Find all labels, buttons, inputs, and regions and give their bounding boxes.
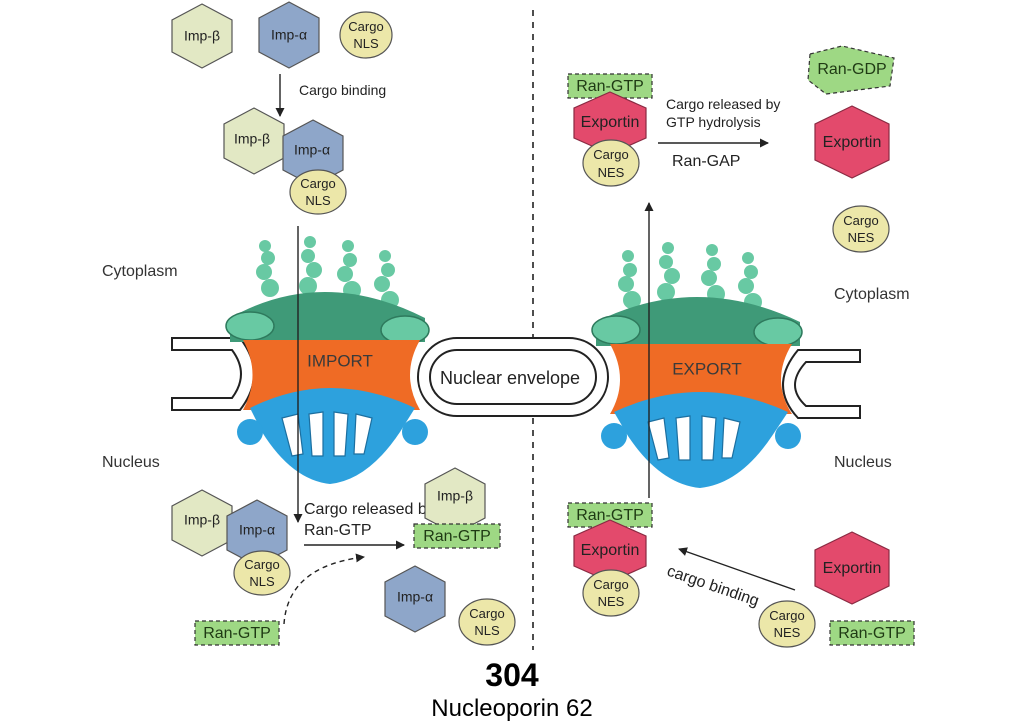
svg-text:Imp-α: Imp-α [294, 142, 330, 158]
svg-text:Imp-α: Imp-α [271, 27, 307, 43]
nuclear-envelope: Nuclear envelope [171, 337, 861, 419]
cargo-nes-nucleus: Cargo NES [758, 600, 816, 648]
ran-gdp: Ran-GDP [807, 45, 895, 95]
import-released-line2: Ran-GTP [304, 522, 372, 539]
svg-text:Exportin: Exportin [581, 114, 640, 131]
nucleus-label-right: Nucleus [834, 454, 892, 471]
import-pore-label: IMPORT [307, 351, 373, 370]
import-complex-cytoplasm: Imp-β Imp-α Cargo NLS [223, 107, 347, 215]
ran-gtp-nucleus-right: Ran-GTP [829, 620, 915, 646]
svg-text:Ran-GTP: Ran-GTP [576, 78, 644, 95]
svg-text:NES: NES [598, 594, 625, 609]
imp-beta-free: Imp-β [171, 3, 233, 69]
export-released-line1: Cargo released by [666, 96, 780, 112]
svg-text:Cargo: Cargo [348, 19, 383, 34]
import-complex-nucleus: Imp-β Imp-α Cargo NLS [171, 489, 291, 596]
svg-text:Cargo: Cargo [593, 577, 628, 592]
exportin-free-nucleus: Exportin [814, 531, 890, 605]
ran-gtp-dashed-arrow [283, 553, 365, 625]
export-pore-label: EXPORT [672, 359, 742, 378]
svg-text:Cargo: Cargo [469, 606, 504, 621]
svg-text:Ran-GTP: Ran-GTP [203, 625, 271, 642]
imp-alpha-free: Imp-α [258, 1, 320, 69]
svg-text:Ran-GDP: Ran-GDP [817, 61, 886, 78]
svg-text:Imp-β: Imp-β [184, 512, 220, 528]
svg-text:Imp-β: Imp-β [437, 488, 473, 504]
svg-text:Exportin: Exportin [823, 134, 882, 151]
svg-text:Imp-β: Imp-β [184, 28, 220, 44]
cytoplasmic-filaments [256, 236, 399, 309]
export-complex-cytoplasm: Ran-GTP Exportin Cargo NES [567, 73, 653, 187]
svg-text:NLS: NLS [474, 623, 500, 638]
cargo-nls-free: Cargo NLS [339, 11, 393, 59]
cargo-binding-label: Cargo binding [299, 82, 386, 98]
svg-text:Cargo: Cargo [843, 213, 878, 228]
svg-text:Cargo: Cargo [769, 608, 804, 623]
svg-text:Cargo: Cargo [300, 176, 335, 191]
svg-text:NES: NES [774, 625, 801, 640]
svg-text:Exportin: Exportin [823, 560, 882, 577]
export-cargo-binding-label: cargo binding [665, 563, 761, 610]
export-pore: EXPORT [591, 242, 803, 488]
imp-beta-ran-gtp-complex: Imp-β Ran-GTP [413, 467, 501, 549]
protein-name: Nucleoporin 62 [431, 695, 592, 722]
svg-text:Imp-α: Imp-α [397, 589, 433, 605]
nucleus-label-left: Nucleus [102, 454, 160, 471]
import-pore: IMPORT [225, 236, 430, 484]
exportin-free-cytoplasm: Exportin [814, 105, 890, 179]
svg-text:NES: NES [848, 230, 875, 245]
svg-text:Ran-GTP: Ran-GTP [838, 625, 906, 642]
svg-text:Ran-GTP: Ran-GTP [423, 528, 491, 545]
export-cargo-binding-arrow [678, 547, 796, 591]
cargo-nls-released: Cargo NLS [458, 598, 516, 646]
imp-alpha-released: Imp-α [384, 565, 446, 633]
export-released-line2: GTP hydrolysis [666, 114, 761, 130]
import-released-line1: Cargo released by [304, 501, 435, 518]
cargo-nes-cytoplasm: Cargo NES [832, 205, 890, 253]
svg-text:Exportin: Exportin [581, 542, 640, 559]
ran-gtp-nucleus-left: Ran-GTP [194, 620, 280, 646]
export-complex-nucleus: Ran-GTP Exportin Cargo NES [567, 502, 653, 617]
svg-text:Imp-α: Imp-α [239, 522, 275, 538]
svg-text:Ran-GTP: Ran-GTP [576, 507, 644, 524]
svg-text:Imp-β: Imp-β [234, 131, 270, 147]
nuclear-envelope-label: Nuclear envelope [440, 368, 580, 388]
ran-gap-label: Ran-GAP [672, 153, 740, 170]
svg-text:NLS: NLS [305, 193, 331, 208]
svg-text:NES: NES [598, 165, 625, 180]
svg-text:Cargo: Cargo [593, 147, 628, 162]
protein-number: 304 [485, 657, 539, 693]
svg-text:Cargo: Cargo [244, 557, 279, 572]
svg-text:NLS: NLS [353, 36, 379, 51]
cytoplasm-label-right: Cytoplasm [834, 286, 910, 303]
svg-text:NLS: NLS [249, 574, 275, 589]
cytoplasm-label-left: Cytoplasm [102, 263, 178, 280]
